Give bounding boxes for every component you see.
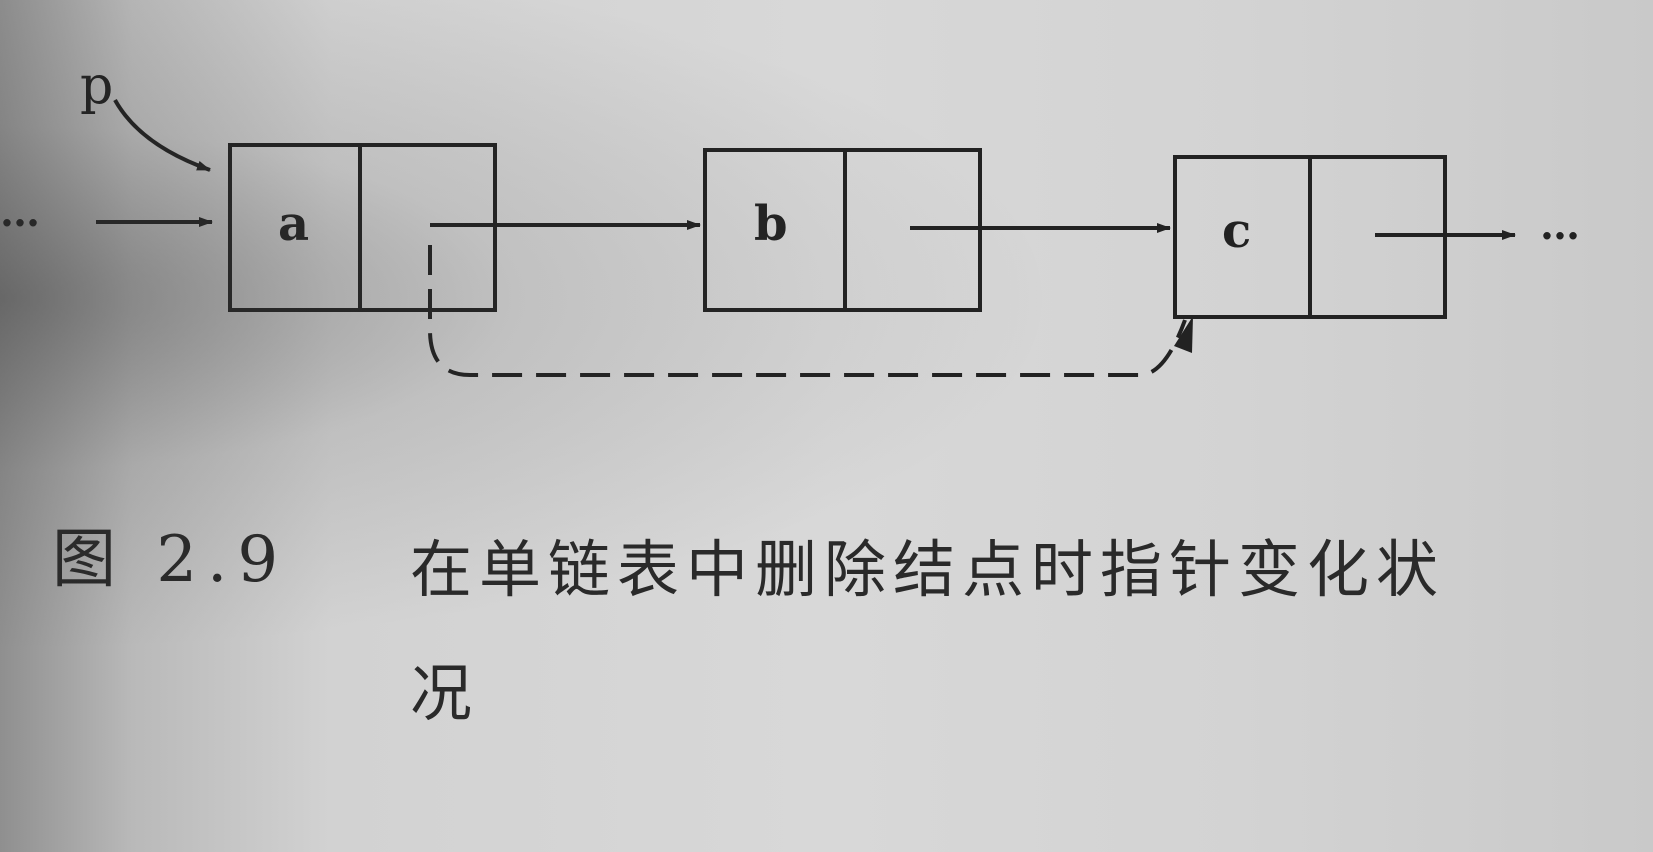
right-ellipsis: … [1540, 202, 1582, 249]
pointer-p-arrow [113, 99, 211, 172]
node-a-next-field [358, 143, 497, 312]
node-a: a [228, 143, 497, 312]
left-ellipsis: … [0, 189, 42, 236]
pointer-label-p: p [80, 56, 113, 116]
node-b-label: b [754, 196, 788, 252]
node-a-label: a [278, 196, 309, 252]
bypass-arrowhead [1174, 316, 1193, 353]
node-c-label: c [1222, 203, 1251, 259]
bypass-link-a-to-c [428, 245, 1187, 377]
